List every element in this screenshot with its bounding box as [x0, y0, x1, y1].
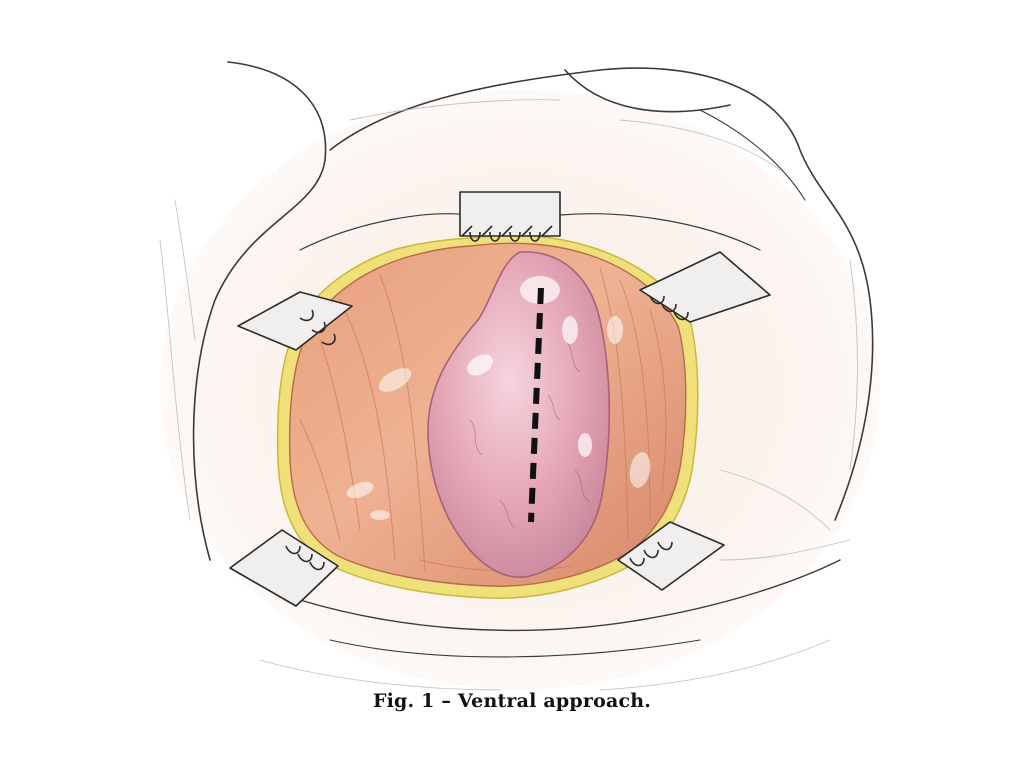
organ-vessels — [469, 339, 591, 529]
figure-separator: – — [441, 690, 452, 712]
retractor-blade-icon — [639, 251, 771, 323]
retractors — [229, 191, 771, 607]
muscle-fibers — [299, 267, 667, 572]
skin-shading — [159, 99, 858, 691]
figure-text: Ventral approach. — [457, 690, 652, 712]
figure-label: Fig. 1 — [372, 690, 435, 712]
figure-caption: Fig. 1 – Ventral approach. — [0, 690, 1024, 712]
retractor-blade-icon — [237, 291, 353, 351]
skin-contours — [192, 61, 874, 658]
dashed-incision-line-icon — [528, 287, 544, 523]
retractor-blade-icon — [229, 529, 339, 607]
muscle-highlights — [346, 316, 651, 520]
retractor-blade-icon — [459, 191, 561, 242]
retractor-blade-icon — [617, 521, 725, 591]
